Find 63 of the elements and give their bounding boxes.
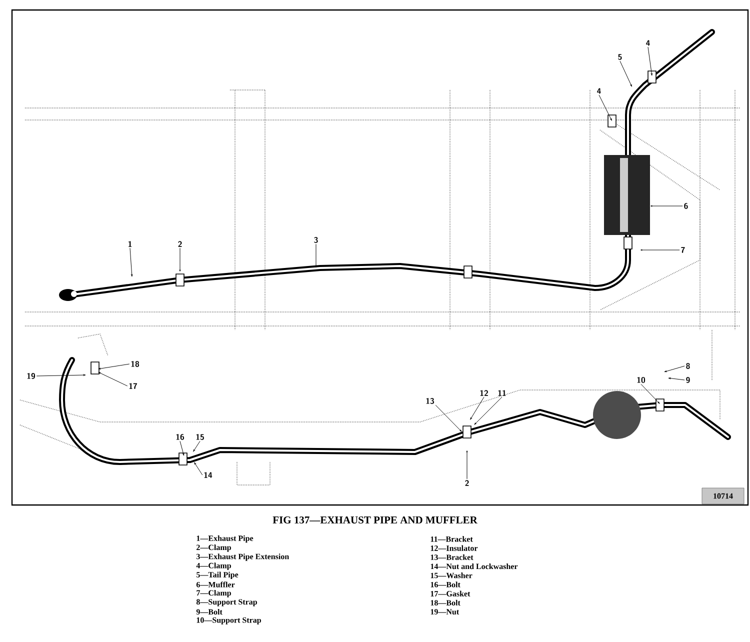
legend-item: 1—Exhaust Pipe (196, 535, 254, 543)
leader-line (466, 450, 468, 480)
leader-line (315, 244, 317, 268)
leader-line (470, 396, 484, 420)
callout-number: 17 (129, 383, 138, 389)
legend-item: 10—Support Strap (196, 617, 261, 624)
legend-item: 12—Insulator (430, 545, 478, 551)
leader-line (36, 374, 86, 376)
callout-number: 2 (178, 241, 182, 247)
leader-line (664, 366, 685, 372)
callout-number: 16 (176, 434, 184, 440)
legend-item: 11—Bracket (430, 536, 473, 542)
leader-line (668, 378, 685, 380)
legend-item: 17—Gasket (430, 590, 470, 596)
leader-line (179, 248, 181, 272)
legend-item: 2—Clamp (196, 544, 231, 552)
callout-number: 4 (597, 88, 601, 94)
caption: FIG 137—EXHAUST PIPE AND MUFFLER (272, 516, 478, 524)
callout-number: 3 (314, 237, 318, 243)
legend-item: 16—Bolt (430, 582, 460, 588)
callout-number: 9 (686, 377, 690, 383)
legend-item: 5—Tail Pipe (196, 572, 238, 580)
callout-number: 15 (196, 434, 204, 440)
leader-line (193, 440, 200, 452)
legend-item: 18—Bolt (430, 600, 460, 606)
callout-number: 8 (686, 363, 690, 369)
leader-line (98, 372, 128, 386)
callout-number: 2 (465, 480, 469, 486)
leader-line (474, 396, 502, 425)
legend-item: 3—Exhaust Pipe Extension (196, 554, 289, 561)
callout-number: 11 (498, 390, 506, 396)
legend-item: 8—Support Strap (196, 599, 257, 606)
legend-item: 19—Nut (430, 609, 460, 614)
legend-item: 9—Bolt (196, 608, 222, 615)
callout-number: 4 (646, 40, 650, 46)
legend-item: 6—Muffler (196, 582, 235, 588)
legend-item: 13—Bracket (430, 554, 474, 560)
callout-number: 12 (480, 390, 488, 396)
leader-line (98, 364, 130, 370)
leader-line (194, 462, 203, 476)
leader-line (620, 60, 632, 87)
leader-line (598, 94, 612, 121)
leader-line (180, 440, 184, 456)
callout-number: 19 (27, 373, 36, 379)
legend-item: 15—Washer (430, 572, 472, 578)
leader-line (648, 46, 652, 76)
callout-number: 14 (204, 472, 212, 478)
leader-line (640, 384, 660, 404)
callout-number: 10 (637, 377, 646, 383)
figure-number: 10714 (702, 488, 744, 504)
callout-number: 6 (684, 203, 688, 209)
legend-item: 4—Clamp (196, 562, 231, 570)
leader-line (130, 248, 133, 276)
callout-number: 5 (618, 54, 622, 60)
callout-number: 1 (128, 241, 132, 247)
legend-item: 14—Nut and Lockwasher (430, 563, 518, 570)
callout-number: 7 (681, 247, 685, 253)
legend-item: 7—Clamp (196, 590, 231, 598)
callout-number: 18 (131, 361, 140, 367)
leader-line (640, 249, 680, 251)
leader-line (435, 404, 462, 432)
callout-number: 13 (426, 398, 434, 404)
leader-line (650, 205, 683, 207)
